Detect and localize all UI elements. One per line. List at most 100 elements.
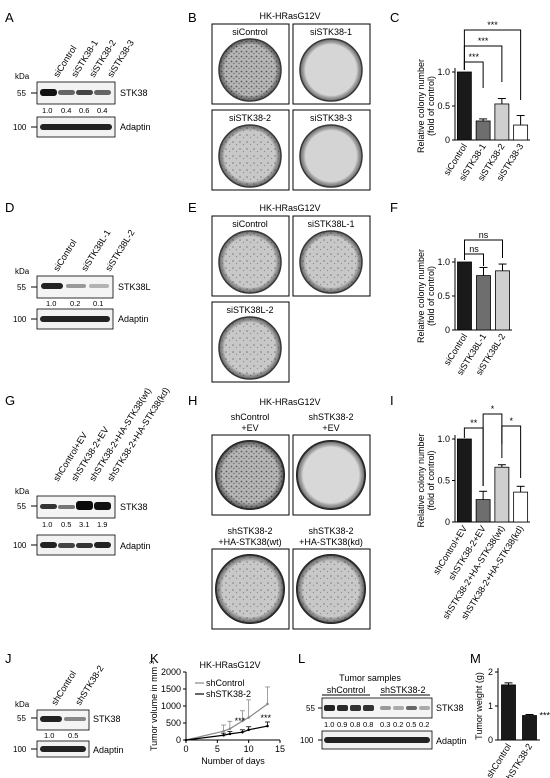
blot-band (94, 542, 111, 548)
panel-a-blot: siControl siSTK38-1 siSTK38-2 siSTK38-3 … (13, 38, 151, 138)
panel-label-g: G (5, 393, 15, 408)
y-tick-label: 0 (445, 517, 450, 527)
y-tick-label: 0 (488, 735, 493, 745)
y-tick-label: 0 (445, 135, 450, 145)
blot-band (40, 716, 62, 722)
blot-band (58, 543, 75, 548)
significance-bracket (463, 29, 522, 100)
marker-55: 55 (17, 714, 26, 723)
y-tick-label: 0.5 (437, 476, 450, 486)
blot-band (40, 542, 57, 548)
series-line (185, 703, 268, 741)
panel-label-a: A (5, 10, 14, 25)
marker-kda: kDa (15, 72, 30, 81)
x-tick-label: 0 (183, 744, 188, 754)
blot-band (393, 706, 404, 710)
bar (457, 261, 472, 331)
plate-label: shSTK38-2 (227, 526, 272, 536)
plate-label: siSTK38L-2 (226, 305, 273, 315)
blot-band (40, 504, 57, 509)
plate-label: +EV (241, 423, 258, 433)
marker-kda: kDa (15, 267, 30, 276)
quant-value: 1.0 (324, 720, 334, 729)
blot-band (40, 316, 110, 322)
quant-value: 0.5 (61, 520, 71, 529)
plate-label: +HA-STK38(kd) (299, 537, 363, 547)
y-axis-label: (fold of control) (426, 76, 436, 136)
panel-label-e: E (188, 200, 197, 215)
y-tick-label: 1000 (161, 701, 181, 711)
panel-label-d: D (5, 200, 14, 215)
quant-value: 3.1 (79, 520, 89, 529)
blot-band (94, 90, 111, 95)
data-point (266, 724, 269, 728)
blot-title: Tumor samples (339, 673, 401, 683)
y-axis-label: Relative colony number (416, 59, 426, 153)
y-axis-label: Tumor weight (g) (474, 672, 484, 740)
lane-label: siControl (51, 238, 78, 273)
blot-protein-label: STK38L (118, 282, 151, 292)
blot-band (76, 90, 93, 95)
blot-band (76, 501, 93, 510)
blot-band (380, 706, 391, 710)
blot-band (337, 705, 348, 711)
panel-label-c: C (390, 10, 399, 25)
quant-value: 0.2 (393, 720, 403, 729)
y-tick-label: 0 (176, 735, 181, 745)
quant-value: 0.2 (70, 299, 80, 308)
panel-l-blot: Tumor samples shControl shSTK38-2 55 STK… (300, 673, 467, 750)
data-point (247, 716, 250, 719)
significance-label: * (509, 416, 513, 426)
plate-label: shSTK38-2 (308, 526, 353, 536)
marker-55: 55 (17, 502, 26, 511)
bar (494, 466, 510, 523)
quant-value: 0.4 (61, 106, 71, 115)
quant-value: 0.6 (79, 106, 89, 115)
quant-value: 0.8 (363, 720, 373, 729)
y-axis-label: Tumor volume in mm 3 (149, 660, 159, 751)
blot-band (406, 706, 417, 710)
quant-value: 0.8 (350, 720, 360, 729)
marker-100: 100 (13, 315, 27, 324)
panel-label-m: M (470, 651, 481, 666)
data-point (222, 729, 225, 733)
panel-j-blot: shControl shSTK38-2 kDa 55 STK38 1.0 0.5… (13, 664, 124, 758)
panel-label-l: L (298, 651, 305, 666)
blot-band (40, 746, 86, 752)
plate-label: siSTK38L-1 (307, 219, 354, 229)
series-line (185, 725, 268, 741)
blot-band (76, 543, 93, 548)
marker-55: 55 (17, 89, 26, 98)
panel-label-k: K (150, 651, 159, 666)
y-tick-label: 0 (445, 325, 450, 335)
blot-band (64, 717, 86, 721)
plate-label: siControl (232, 219, 268, 229)
significance-bracket (501, 425, 522, 478)
panel-title: HK-HRasG12V (259, 11, 320, 21)
x-tick-label: 15 (275, 744, 285, 754)
blot-band (40, 124, 112, 130)
x-axis-label: Number of days (201, 756, 265, 766)
blot-protein-label: STK38 (120, 502, 148, 512)
blot-band (58, 505, 75, 509)
y-axis-label: Relative colony number (416, 433, 426, 527)
quant-value: 1.0 (44, 731, 54, 740)
data-point (241, 719, 244, 723)
panel-label-j: J (5, 651, 12, 666)
data-point (228, 732, 232, 736)
panel-title: HK-HRasG12V (259, 203, 320, 213)
significance-label: ns (479, 230, 489, 240)
bar (513, 491, 529, 523)
marker-55: 55 (306, 704, 315, 713)
bar (475, 120, 491, 141)
quant-value: 0.2 (419, 720, 429, 729)
significance-label: *** (487, 20, 498, 30)
data-point (241, 730, 244, 734)
bar (456, 438, 472, 523)
y-axis-label: (fold of control) (426, 266, 436, 326)
significance-label: ** (470, 418, 478, 428)
